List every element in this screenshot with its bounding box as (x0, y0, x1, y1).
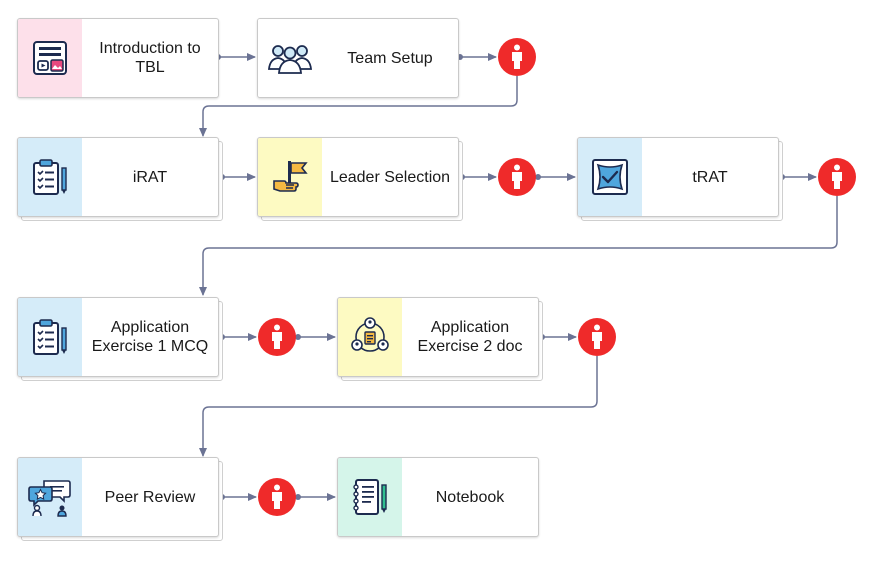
node-irat[interactable]: iRAT (17, 137, 223, 221)
team-icon (268, 45, 312, 74)
person-icon (832, 164, 842, 189)
node-leader-selection[interactable]: Leader Selection (257, 137, 463, 221)
node-label: Leader Selection (329, 168, 451, 186)
clipboard-checklist-icon (33, 319, 67, 355)
chat-users-icon (28, 480, 71, 517)
node-icon-box (338, 298, 402, 376)
node-label: Peer Review (104, 488, 196, 506)
person-icon (272, 324, 282, 349)
edge-gate3-ae1 (199, 196, 838, 296)
gate-1[interactable] (498, 38, 536, 76)
gate-5[interactable] (578, 318, 616, 356)
node-label: tRAT (692, 168, 728, 186)
notebook-icon (353, 479, 387, 515)
gate-6[interactable] (258, 478, 296, 516)
ticket-check-icon (592, 159, 628, 195)
node-application-exercise-2-doc[interactable]: Application Exercise 2 doc (337, 297, 543, 381)
node-introduction-to-tbl[interactable]: Introduction to TBL (17, 18, 219, 98)
node-icon-box (258, 19, 322, 97)
clipboard-checklist-icon (33, 159, 67, 195)
person-icon (512, 164, 522, 189)
node-trat[interactable]: tRAT (577, 137, 783, 221)
node-icon-box (258, 138, 322, 216)
hand-flag-icon (273, 161, 308, 192)
node-icon-box (18, 19, 82, 97)
node-icon-box (18, 298, 82, 376)
gate-4[interactable] (258, 318, 296, 356)
edge-gate1-irat (199, 76, 518, 137)
node-label: iRAT (132, 168, 168, 186)
node-label: Application Exercise 2 doc (417, 319, 523, 355)
node-label: Notebook (435, 488, 505, 506)
person-icon (272, 484, 282, 509)
node-label: Application Exercise 1 MCQ (91, 319, 209, 355)
person-icon (592, 324, 602, 349)
node-peer-review[interactable]: Peer Review (17, 457, 223, 541)
node-icon-box (578, 138, 642, 216)
person-icon (512, 44, 522, 69)
node-label: Team Setup (347, 49, 433, 67)
media-slides-icon (33, 41, 67, 75)
node-icon-box (18, 458, 82, 536)
node-icon-box (338, 458, 402, 536)
edge-gate5-peer (199, 356, 598, 457)
node-team-setup[interactable]: Team Setup (257, 18, 459, 98)
gate-3[interactable] (818, 158, 856, 196)
node-application-exercise-1-mcq[interactable]: Application Exercise 1 MCQ (17, 297, 223, 381)
gate-2[interactable] (498, 158, 536, 196)
node-label: Introduction to TBL (99, 40, 201, 76)
collaboration-doc-icon (351, 317, 389, 352)
node-notebook[interactable]: Notebook (337, 457, 539, 537)
node-icon-box (18, 138, 82, 216)
